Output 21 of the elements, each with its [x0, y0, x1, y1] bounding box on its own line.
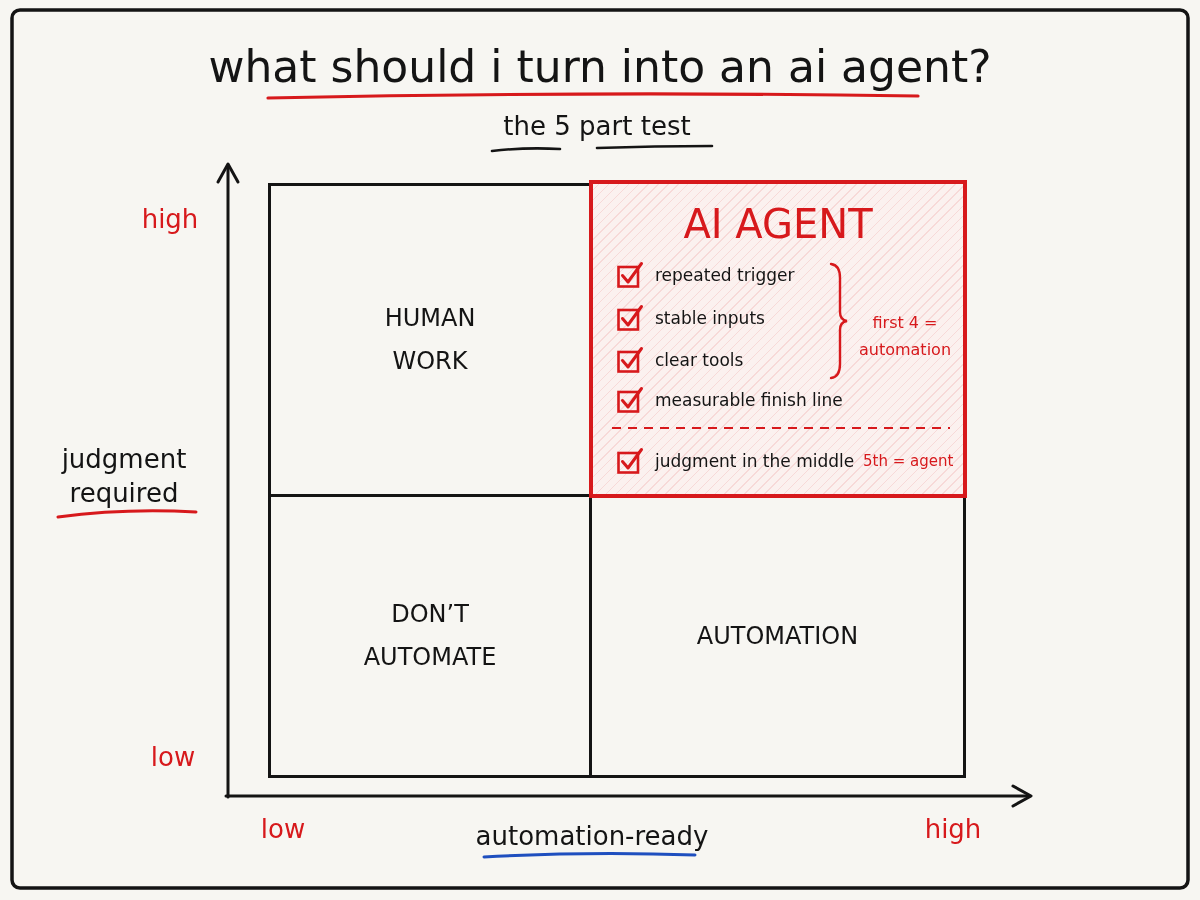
- checklist-item: judgment in the middle: [655, 451, 855, 471]
- checklist-item: stable inputs: [655, 308, 765, 328]
- quadrant-label: DON’T AUTOMATE: [362, 599, 498, 673]
- axis-tick-label: high: [924, 814, 982, 844]
- quadrant-label: AUTOMATION: [695, 620, 860, 652]
- quadrant-heading: AI AGENT: [683, 201, 873, 247]
- checklist-item: measurable finish line: [655, 390, 843, 410]
- title: what should i turn into an ai agent?: [208, 40, 992, 92]
- quadrant-box: [268, 494, 592, 778]
- annotation-note: first 4 = automation: [857, 312, 952, 361]
- axis-title: automation-ready: [475, 821, 709, 851]
- quadrant-label: HUMAN WORK: [383, 303, 477, 377]
- highlighted-quadrant: [589, 180, 967, 498]
- axis-tick-label: high: [141, 204, 199, 234]
- annotation-note: 5th = agent: [863, 452, 954, 470]
- checklist-item: clear tools: [655, 350, 744, 370]
- axis-title: judgment required: [60, 443, 188, 510]
- subtitle: the 5 part test: [503, 111, 691, 141]
- axis-tick-label: low: [150, 742, 196, 772]
- axis-tick-label: low: [260, 814, 306, 844]
- checklist-item: repeated trigger: [655, 265, 795, 285]
